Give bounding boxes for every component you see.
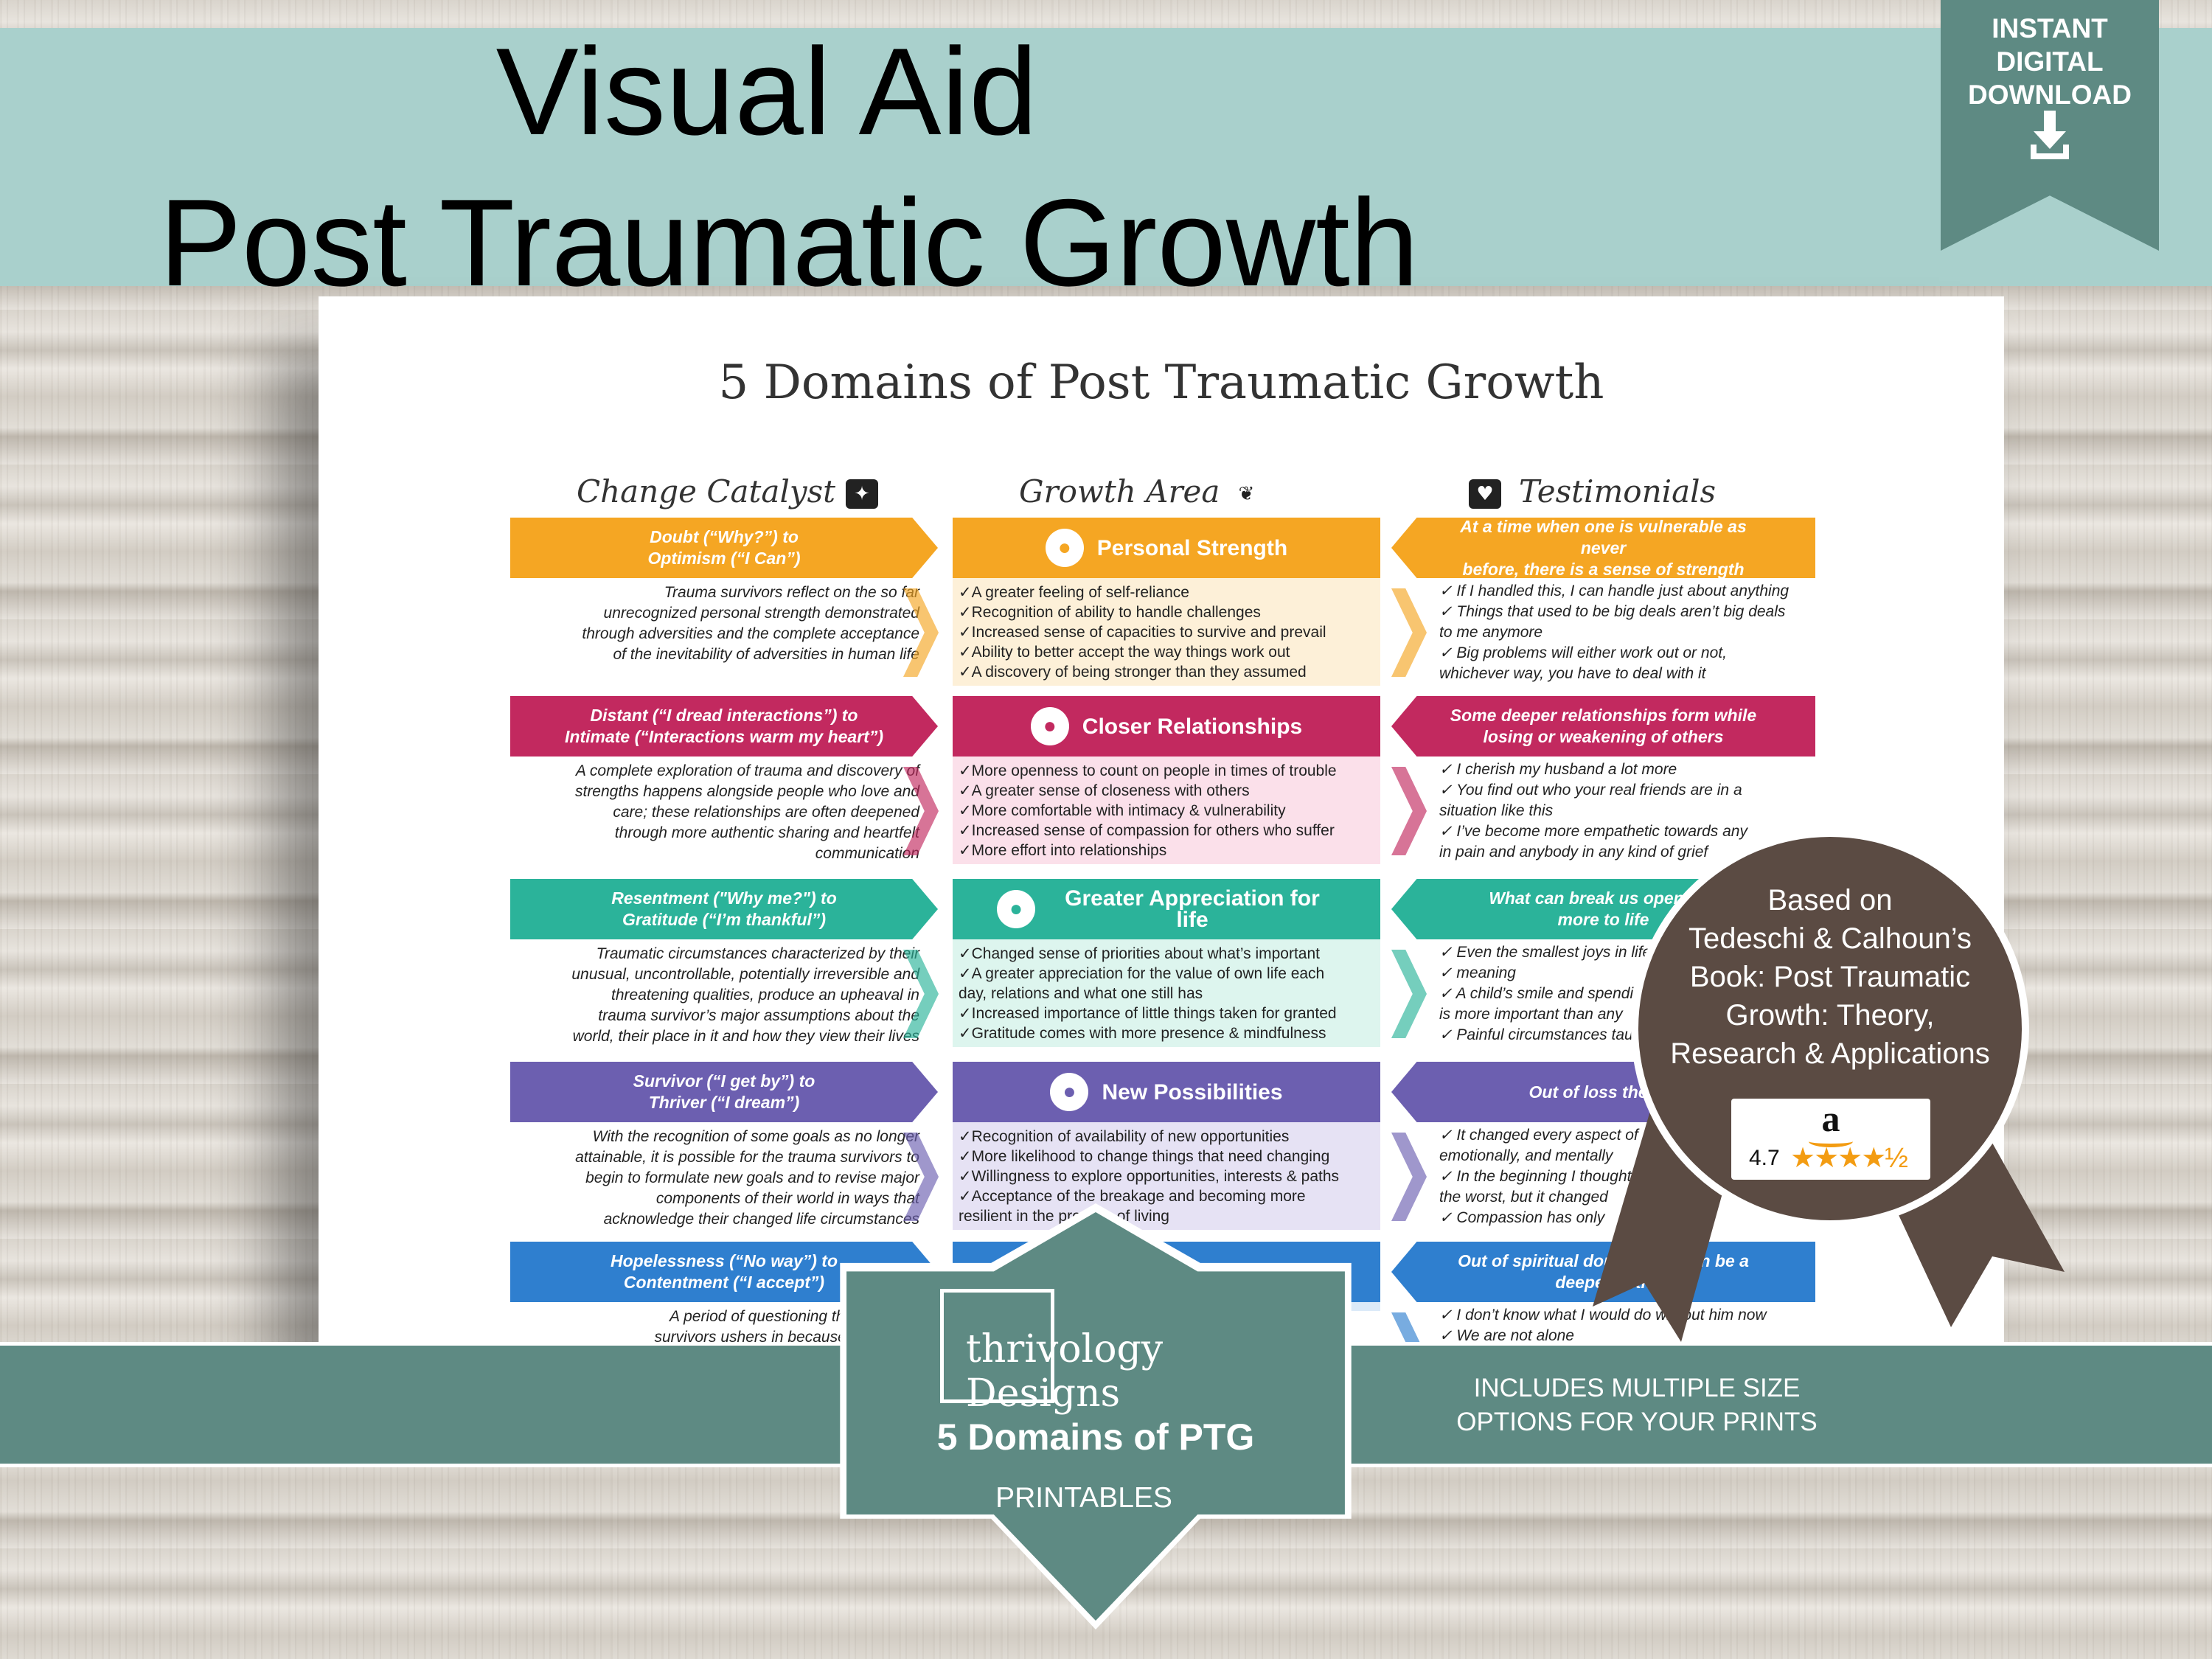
- growth-area-bullets: Changed sense of priorities about what’s…: [953, 939, 1380, 1047]
- growth-area-banner: ● Closer Relationships: [953, 696, 1380, 757]
- rating-value: 4.7: [1749, 1146, 1780, 1170]
- header-band: [0, 28, 2212, 286]
- growth-bullet: A greater appreciation for the value of …: [959, 964, 1374, 1004]
- growth-bullet: Changed sense of priorities about what’s…: [959, 944, 1374, 964]
- growth-bullet: Recognition of availability of new oppor…: [959, 1127, 1374, 1147]
- growth-area-label: Greater Appreciation for life: [1065, 886, 1320, 932]
- growth-bullet: A discovery of being stronger than they …: [959, 662, 1374, 682]
- instant-download-label: INSTANT DIGITAL DOWNLOAD: [1968, 13, 2132, 110]
- catalyst-description: A complete exploration of trauma and dis…: [574, 762, 919, 862]
- growth-bullet: Increased sense of compassion for others…: [959, 821, 1374, 841]
- chevron-icon: [1391, 1133, 1427, 1221]
- chevron-icon: [1391, 767, 1427, 855]
- growth-area-icon: ●: [1030, 707, 1069, 745]
- catalyst-banner: Survivor (“I get by”) to Thriver (“I dre…: [510, 1062, 938, 1122]
- testimonial-banner: At a time when one is vulnerable as neve…: [1391, 518, 1815, 578]
- column-header-testimonials: ♥ Testimonials: [1469, 473, 1716, 509]
- star-rating-icon: ★★★★½: [1790, 1143, 1908, 1174]
- column-header-growth: Growth Area ❦: [1019, 473, 1262, 509]
- testimonial-quotes: ✓ I cherish my husband a lot more ✓ You …: [1439, 761, 1747, 860]
- testimonial-quotes: ✓ I don’t know what I would do without h…: [1439, 1307, 1767, 1344]
- growth-bullet: More openness to count on people in time…: [959, 761, 1374, 781]
- growth-bullet: Willingness to explore opportunities, in…: [959, 1166, 1374, 1186]
- page-title-line2: Post Traumatic Growth: [159, 173, 1419, 312]
- column-header-testimonials-label: Testimonials: [1519, 473, 1717, 509]
- column-header-catalyst: Change Catalyst ✦: [577, 473, 879, 509]
- catalyst-banner: Distant (“I dread interactions”) to Inti…: [510, 696, 938, 757]
- instant-download-ribbon: INSTANT DIGITAL DOWNLOAD: [1941, 0, 2159, 251]
- column-header-catalyst-label: Change Catalyst: [577, 473, 836, 509]
- testimonial-quotes: ✓ Even the smallest joys in life ✓ meani…: [1439, 944, 1655, 1043]
- catalyst-description: Trauma survivors reflect on the so far u…: [582, 584, 919, 663]
- lightbulb-icon: ✦: [846, 479, 879, 509]
- product-subtitle: PRINTABLES: [995, 1482, 1172, 1514]
- catalyst-banner: Doubt (“Why?”) to Optimism (“I Can”): [510, 518, 938, 578]
- growth-area-icon: ●: [1050, 1073, 1089, 1111]
- growth-area-banner: ● Greater Appreciation for life: [953, 879, 1380, 939]
- growth-bullet: Increased importance of little things ta…: [959, 1004, 1374, 1023]
- catalyst-description: With the recognition of some goals as no…: [575, 1128, 919, 1228]
- testimonial-banner: Some deeper relationships form while los…: [1391, 696, 1815, 757]
- catalyst-banner: Resentment ("Why me?") to Gratitude (“I’…: [510, 879, 938, 939]
- amazon-logo-icon: a: [1821, 1098, 1840, 1139]
- download-icon: [2031, 111, 2069, 159]
- testimonial-quotes: ✓ It changed every aspect of emotionally…: [1439, 1127, 1638, 1226]
- growth-bullet: A greater feeling of self-reliance: [959, 582, 1374, 602]
- growth-bullet: More effort into relationships: [959, 841, 1374, 860]
- growth-bullet: Ability to better accept the way things …: [959, 642, 1374, 662]
- butterfly-icon: ❦: [1238, 483, 1255, 505]
- growth-bullet: More comfortable with intimacy & vulnera…: [959, 801, 1374, 821]
- growth-area-banner: ● New Possibilities: [953, 1062, 1380, 1122]
- amazon-rating-card: a 4.7 ★★★★½: [1731, 1099, 1930, 1180]
- book-reference: Based on Tedeschi & Calhoun’s Book: Post…: [1670, 884, 1990, 1070]
- growth-area-bullets: A greater feeling of self-relianceRecogn…: [953, 578, 1380, 686]
- chevron-icon: [1391, 950, 1427, 1038]
- column-header-growth-label: Growth Area: [1019, 473, 1220, 509]
- heart-chat-icon: ♥: [1469, 479, 1501, 509]
- amazon-smile-icon: [1809, 1135, 1853, 1147]
- growth-area-banner: ● Personal Strength: [953, 518, 1380, 578]
- product-title: 5 Domains of PTG: [936, 1416, 1255, 1458]
- growth-area-label: New Possibilities: [1102, 1079, 1283, 1105]
- growth-area-label: Personal Strength: [1096, 535, 1288, 560]
- growth-area-label: Closer Relationships: [1082, 714, 1303, 739]
- page-title-line1: Visual Aid: [495, 22, 1038, 161]
- brand-name: thrivology Designs: [966, 1327, 1164, 1416]
- chevron-icon: [1391, 588, 1427, 677]
- worksheet-title: 5 Domains of Post Traumatic Growth: [718, 355, 1604, 410]
- growth-bullet: Recognition of ability to handle challen…: [959, 602, 1374, 622]
- growth-bullet: Acceptance of the breakage and becoming …: [959, 1186, 1374, 1226]
- growth-area-bullets: Recognition of availability of new oppor…: [953, 1122, 1380, 1230]
- logo-frame: [940, 1289, 1054, 1403]
- testimonial-quotes: ✓ If I handled this, I can handle just a…: [1439, 582, 1790, 682]
- growth-bullet: A greater sense of closeness with others: [959, 781, 1374, 801]
- growth-bullet: Increased sense of capacities to survive…: [959, 622, 1374, 642]
- growth-area-icon: ●: [997, 890, 1035, 928]
- catalyst-description: Traumatic circumstances characterized by…: [571, 945, 919, 1045]
- growth-area-bullets: More openness to count on people in time…: [953, 757, 1380, 864]
- growth-bullet: More likelihood to change things that ne…: [959, 1147, 1374, 1166]
- growth-bullet: Gratitude comes with more presence & min…: [959, 1023, 1374, 1043]
- multi-size-note: INCLUDES MULTIPLE SIZE OPTIONS FOR YOUR …: [1456, 1374, 1818, 1436]
- growth-area-icon: ●: [1045, 529, 1084, 567]
